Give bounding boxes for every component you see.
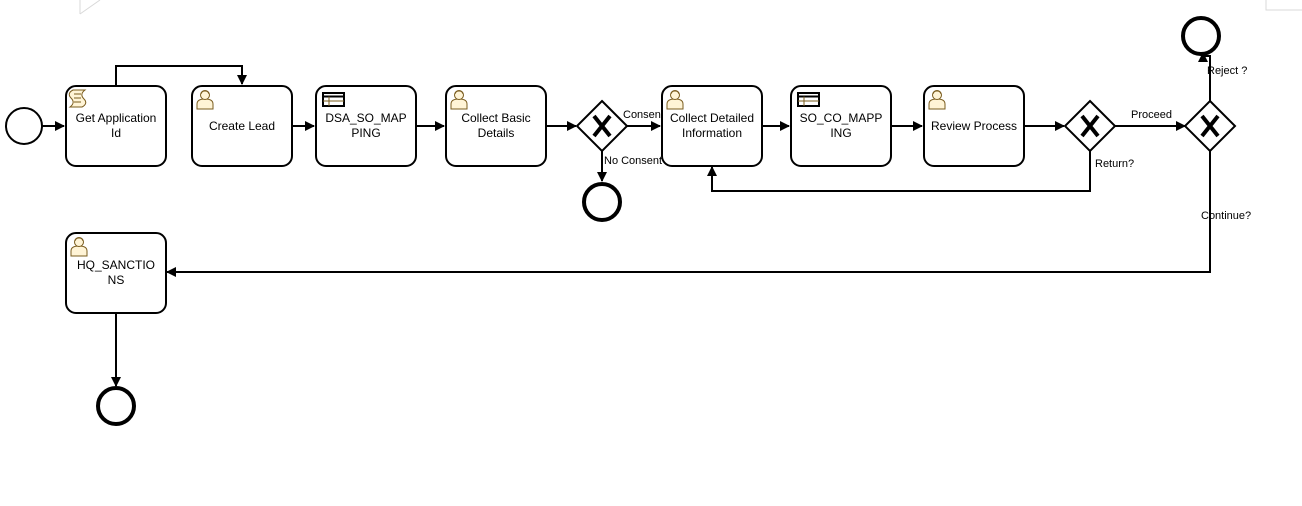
flow-label-no-consent: No Consent [604, 155, 662, 167]
task-label-line-1: Create Lead [209, 119, 275, 133]
script-icon [68, 89, 87, 108]
end-event-no-consent[interactable] [582, 182, 622, 222]
exclusive-x-icon [1200, 114, 1220, 138]
gateway-consent[interactable] [575, 99, 629, 153]
task-label-line-1: HQ_SANCTIO [77, 258, 155, 272]
flow-label-proceed: Proceed [1131, 109, 1172, 121]
start-event[interactable] [5, 107, 43, 145]
user-icon [666, 90, 684, 110]
gateway-review-outcome[interactable] [1063, 99, 1117, 153]
task-label-line-1: Get Application [76, 111, 157, 125]
user-icon [196, 90, 214, 110]
flow-continue[interactable] [166, 151, 1211, 277]
flow-label-return: Return? [1095, 158, 1134, 170]
task-so-co-mapping[interactable]: SO_CO_MAPP ING [790, 85, 892, 167]
task-get-application-id[interactable]: Get Application Id [65, 85, 167, 167]
task-collect-detailed-information[interactable]: Collect Detailed Information [661, 85, 763, 167]
business-rule-icon [797, 92, 820, 107]
task-label-line-1: Review Process [931, 119, 1017, 133]
flow-return[interactable] [707, 151, 1091, 192]
user-icon [450, 90, 468, 110]
business-rule-icon [322, 92, 345, 107]
flow-label-consent: Consent ? [623, 109, 673, 121]
gateway-final-decision[interactable] [1183, 99, 1237, 153]
task-label-line-2: Information [682, 126, 742, 140]
task-label-line-1: SO_CO_MAPP [800, 111, 883, 125]
task-create-lead[interactable]: Create Lead [191, 85, 293, 167]
exclusive-x-icon [592, 114, 612, 138]
user-icon [70, 237, 88, 257]
task-label-line-1: Collect Detailed [670, 111, 754, 125]
task-label-line-2: PING [351, 126, 380, 140]
user-icon [928, 90, 946, 110]
flow-reject[interactable] [1198, 52, 1211, 101]
task-label-line-2: ING [830, 126, 851, 140]
task-label-line-1: Collect Basic [461, 111, 530, 125]
task-label-line-2: Details [478, 126, 515, 140]
flow-label-continue: Continue? [1201, 210, 1251, 222]
canvas-corner-mark [1265, 0, 1302, 11]
task-collect-basic-details[interactable]: Collect Basic Details [445, 85, 547, 167]
exclusive-x-icon [1080, 114, 1100, 138]
task-review-process[interactable]: Review Process [923, 85, 1025, 167]
task-hq-sanctions[interactable]: HQ_SANCTIO NS [65, 232, 167, 314]
flow-get-app-id-to-create-lead[interactable] [115, 65, 247, 85]
end-event-rejected[interactable] [1181, 16, 1221, 56]
task-label-line-2: Id [111, 126, 121, 140]
canvas-corner-mark [79, 0, 101, 15]
task-label-line-2: NS [108, 273, 125, 287]
end-event-final[interactable] [96, 386, 136, 426]
task-label-line-1: DSA_SO_MAP [325, 111, 406, 125]
task-dsa-so-mapping[interactable]: DSA_SO_MAP PING [315, 85, 417, 167]
flow-label-reject: Reject ? [1207, 65, 1247, 77]
